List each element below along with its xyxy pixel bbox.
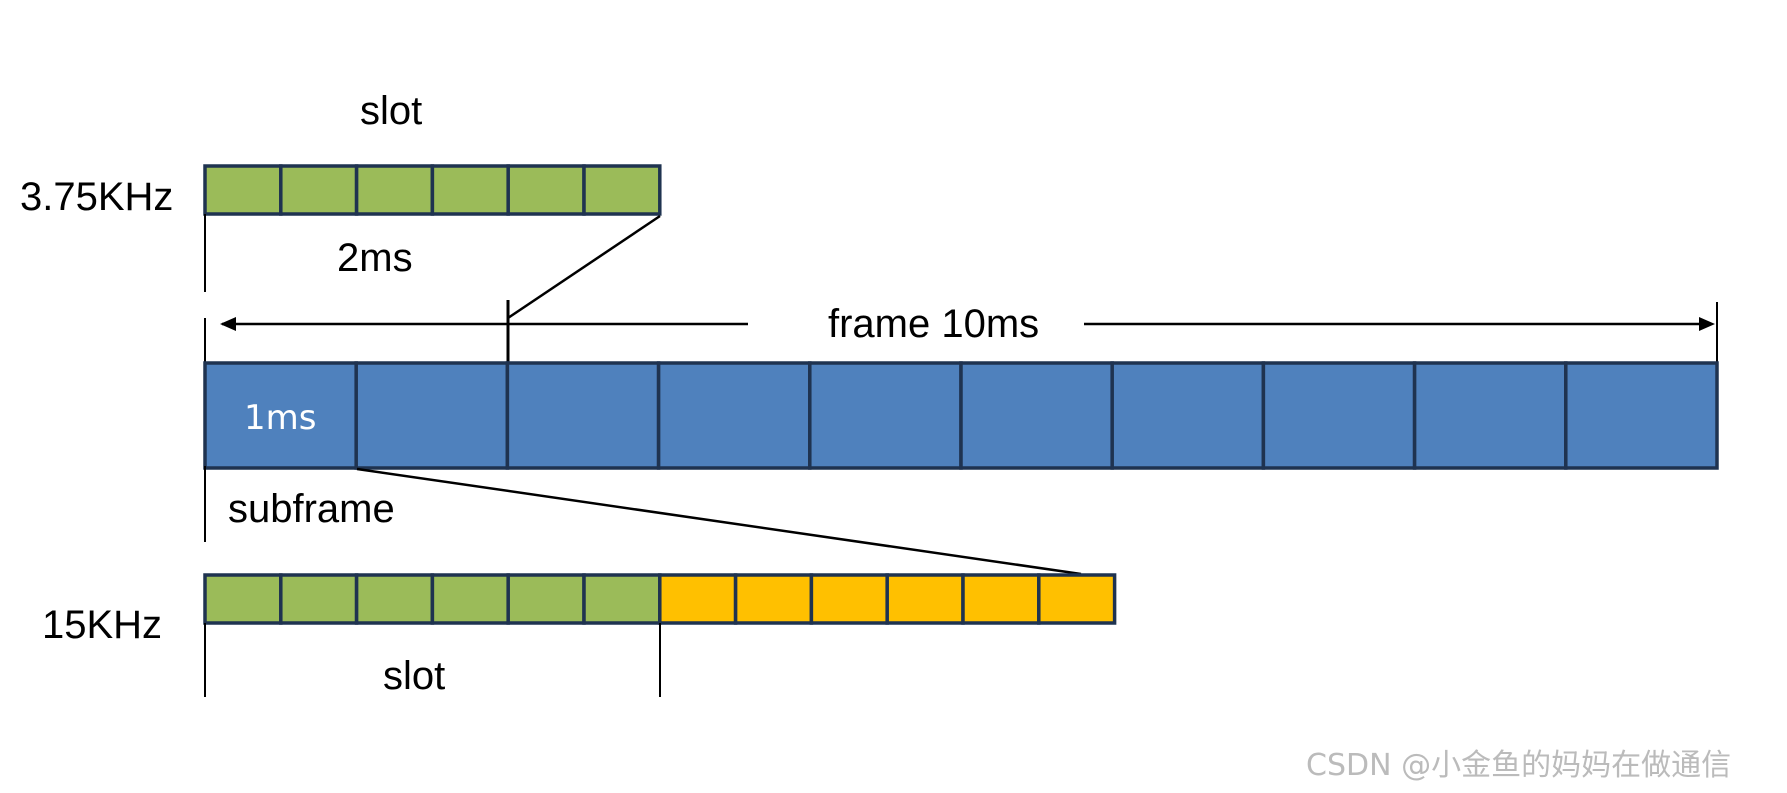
slot-cell-3-75khz-6 — [582, 164, 662, 216]
duration-2ms-label: 2ms — [337, 236, 413, 280]
slot-cell-3-75khz-1 — [203, 164, 283, 216]
subframe-zoom-line — [356, 467, 1082, 576]
subframe-block-4 — [656, 361, 812, 470]
slot-cell-15khz-9 — [809, 573, 889, 625]
slot-cell-3-75khz-3 — [354, 164, 435, 216]
slot-cell-3-75khz-2 — [279, 164, 359, 216]
slot-cell-15khz-6 — [582, 573, 662, 625]
slot-cell-15khz-12 — [1037, 573, 1117, 625]
frequency-15khz-label: 15KHz — [42, 603, 162, 647]
slot-cell-15khz-10 — [885, 573, 965, 625]
frame-10ms-label: frame 10ms — [828, 302, 1039, 346]
slot-cell-15khz-5 — [506, 573, 586, 625]
subframe-block-6 — [959, 361, 1114, 470]
frequency-3-75khz-label: 3.75KHz — [20, 175, 173, 219]
bottom-slot-label: slot — [383, 654, 445, 698]
watermark: CSDN @小金鱼的妈妈在做通信 — [1306, 748, 1731, 783]
slot-cell-15khz-4 — [430, 573, 510, 625]
subframe-block-10 — [1564, 361, 1719, 470]
slot-bar-15khz — [203, 573, 1117, 625]
subframe-block-3 — [505, 361, 661, 470]
slot-cell-15khz-11 — [961, 573, 1041, 625]
slot-cell-15khz-7 — [658, 573, 738, 625]
top-slot-label: slot — [360, 89, 422, 133]
frame-arrow-right-head — [1699, 317, 1715, 331]
slot-cell-15khz-3 — [354, 573, 435, 625]
subframe-block-5 — [808, 361, 963, 470]
subframe-block-7 — [1110, 361, 1266, 470]
subframe-block-1 — [203, 361, 358, 470]
slot-bar-3-75khz — [203, 164, 662, 216]
subframe-1ms-label: 1ms — [244, 398, 316, 438]
subframe-block-8 — [1261, 361, 1417, 470]
slot-cell-15khz-8 — [733, 573, 814, 625]
subframe-label: subframe — [228, 487, 395, 531]
slot-cell-3-75khz-4 — [430, 164, 510, 216]
slot-cell-15khz-2 — [279, 573, 359, 625]
slot-zoom-line-3-75khz — [507, 214, 661, 320]
frame-bar — [203, 361, 1719, 470]
slot-cell-15khz-1 — [203, 573, 283, 625]
slot-cell-3-75khz-5 — [506, 164, 586, 216]
subframe-block-9 — [1412, 361, 1568, 470]
frame-arrow-left-head — [220, 317, 236, 331]
subframe-block-2 — [354, 361, 510, 470]
